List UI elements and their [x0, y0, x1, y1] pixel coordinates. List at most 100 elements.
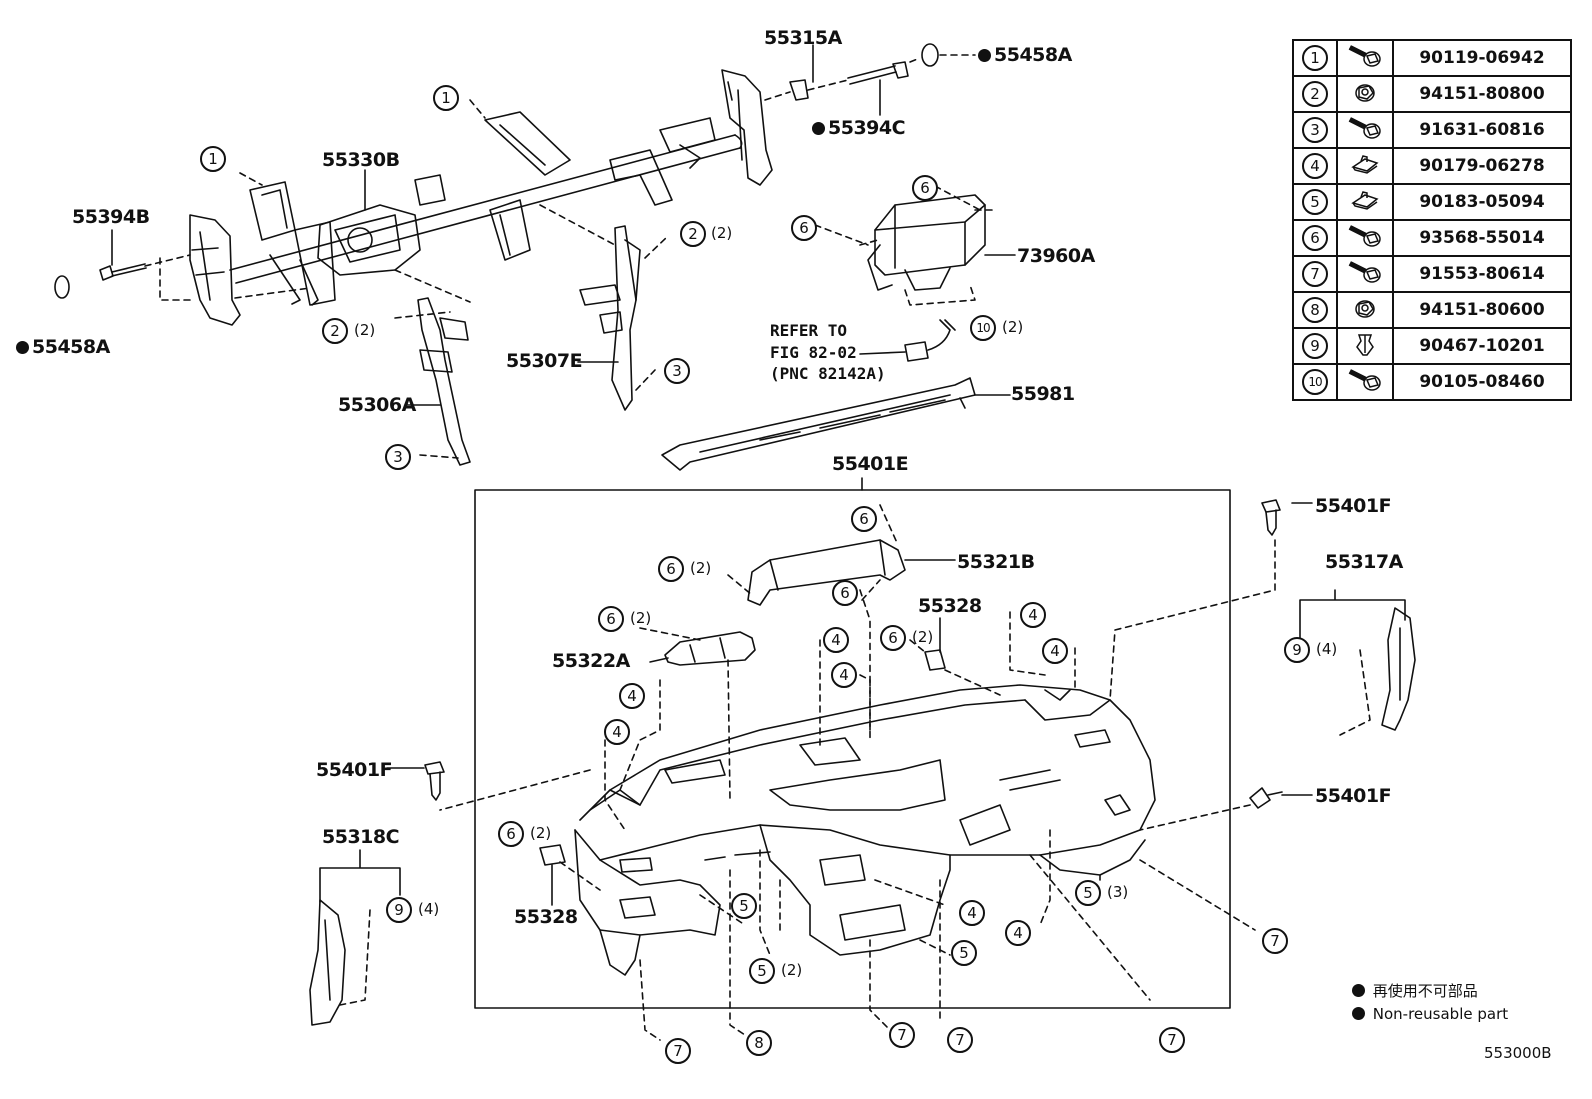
legend-num: 6	[1302, 225, 1328, 251]
legend-num-cell: 3	[1292, 111, 1338, 149]
callout-9: 9	[386, 897, 412, 923]
callout-6: 6	[832, 580, 858, 606]
legend-num: 1	[1302, 45, 1328, 71]
bolt-washer-icon	[1336, 39, 1394, 77]
label-55394c: 55394C	[812, 117, 906, 139]
callout-10: 10	[970, 315, 996, 341]
label-55328-top: 55328	[918, 595, 982, 617]
legend-num-cell: 1	[1292, 39, 1338, 77]
callout-4: 4	[619, 683, 645, 709]
legend-part-number: 90105-08460	[1392, 363, 1572, 401]
side-cover-55317a	[1381, 607, 1416, 731]
bracket-55321b	[747, 539, 906, 606]
legend-num: 7	[1302, 261, 1328, 287]
note-jp: 再使用不可部品	[1352, 980, 1478, 1001]
callout-4: 4	[1005, 920, 1031, 946]
instrument-panel-reinforcement	[189, 69, 773, 326]
label-55401f-top: 55401F	[1315, 495, 1392, 517]
legend-num-cell: 4	[1292, 147, 1338, 185]
side-cover-55318c	[309, 899, 346, 1026]
bracket-55322a	[664, 631, 756, 666]
legend-row: 10 90105-08460	[1292, 363, 1572, 401]
callout-6: 6	[658, 556, 684, 582]
note-en-text: Non-reusable part	[1372, 1005, 1509, 1023]
non-reusable-dot-icon	[978, 49, 991, 62]
brace-55306a	[417, 297, 471, 466]
legend-num-cell: 2	[1292, 75, 1338, 113]
callout-1: 1	[200, 146, 226, 172]
qty-label: (2)	[630, 609, 652, 627]
washer-55458a-top	[921, 43, 939, 67]
refer-line-1: REFER TO	[770, 321, 848, 340]
callout-7: 7	[665, 1038, 691, 1064]
bolt-55394c	[847, 61, 909, 85]
legend-row: 7 91553-80614	[1292, 255, 1572, 293]
qty-label: (2)	[690, 559, 712, 577]
label-55322a: 55322A	[552, 650, 630, 672]
callout-6: 6	[851, 506, 877, 532]
qty-label: (2)	[781, 961, 803, 979]
clip-nut-icon	[1336, 183, 1394, 221]
clip-55401f-top	[1261, 499, 1281, 536]
legend-part-number: 93568-55014	[1392, 219, 1572, 257]
legend-num-cell: 7	[1292, 255, 1338, 293]
label-55321b: 55321B	[957, 551, 1035, 573]
legend-part-number: 90183-05094	[1392, 183, 1572, 221]
non-reusable-dot-icon	[16, 341, 29, 354]
legend-num: 4	[1302, 153, 1328, 179]
legend-part-number: 91631-60816	[1392, 111, 1572, 149]
callout-4: 4	[823, 627, 849, 653]
callout-7: 7	[1159, 1027, 1185, 1053]
callout-2: 2	[680, 221, 706, 247]
qty-label: (3)	[1107, 883, 1129, 901]
legend-num-cell: 8	[1292, 291, 1338, 329]
nut-icon	[1336, 291, 1394, 329]
bracket-55328-bottom	[539, 844, 566, 866]
label-55330b: 55330B	[322, 149, 400, 171]
sensor-82142a	[904, 319, 956, 362]
callout-6: 6	[498, 821, 524, 847]
clip-55401f-right	[1249, 787, 1283, 809]
legend-part-number: 94151-80800	[1392, 75, 1572, 113]
label-55394b: 55394B	[72, 206, 150, 228]
callout-5: 5	[951, 940, 977, 966]
callout-8: 8	[746, 1030, 772, 1056]
legend-num: 9	[1302, 333, 1328, 359]
bracket-55328-top	[924, 649, 946, 671]
legend-num: 2	[1302, 81, 1328, 107]
label-55328-bottom: 55328	[514, 906, 578, 928]
callout-4: 4	[1020, 602, 1046, 628]
callout-4: 4	[1042, 638, 1068, 664]
qty-label: (2)	[912, 628, 934, 646]
brace-55307e	[579, 225, 641, 411]
legend-num-cell: 10	[1292, 363, 1338, 401]
callout-1: 1	[433, 85, 459, 111]
label-55318c: 55318C	[322, 826, 400, 848]
qty-label: (2)	[1002, 318, 1024, 336]
label-55394c-text: 55394C	[828, 117, 906, 139]
callout-4: 4	[831, 662, 857, 688]
callout-7: 7	[1262, 928, 1288, 954]
clip-55401f-left	[424, 761, 445, 801]
refer-line-3: (PNC 82142A)	[770, 364, 886, 383]
callout-2: 2	[322, 318, 348, 344]
legend-num-cell: 9	[1292, 327, 1338, 365]
bolt-washer-icon	[1336, 255, 1394, 293]
bolt-washer-icon	[1336, 363, 1394, 401]
legend-row: 6 93568-55014	[1292, 219, 1572, 257]
note-en: Non-reusable part	[1352, 1005, 1508, 1023]
defroster-nozzle-55981	[661, 377, 976, 471]
qty-label: (2)	[530, 824, 552, 842]
callout-6: 6	[598, 606, 624, 632]
qty-label: (2)	[711, 224, 733, 242]
legend-part-number: 91553-80614	[1392, 255, 1572, 293]
label-55401f-left: 55401F	[316, 759, 393, 781]
label-55458a-left: 55458A	[16, 337, 110, 357]
clip-icon	[1336, 327, 1394, 365]
non-reusable-dot-icon	[1352, 984, 1365, 997]
legend-num: 5	[1302, 189, 1328, 215]
